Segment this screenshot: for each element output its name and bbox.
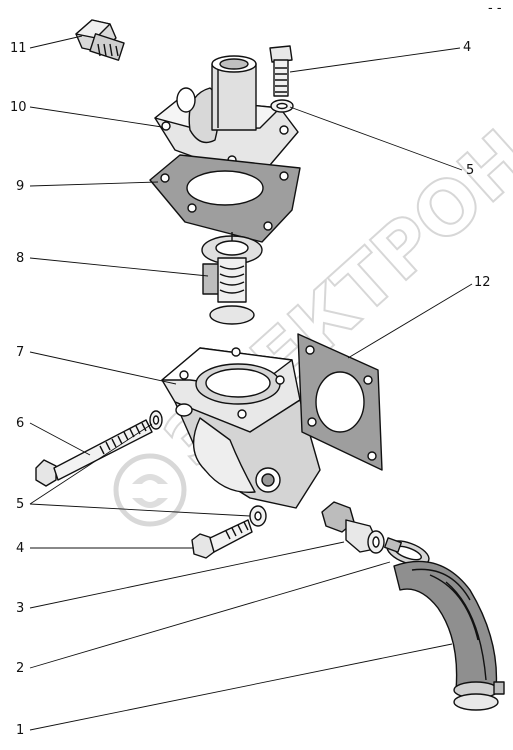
callout-7: 7	[16, 345, 24, 360]
callout-11: 11	[10, 41, 27, 56]
part-10-housing-cover	[154, 55, 299, 171]
callout-10: 10	[10, 100, 27, 115]
leader-11	[29, 35, 83, 49]
leader-9	[29, 181, 159, 187]
callout-12: 12	[474, 275, 491, 290]
leader-7	[29, 351, 177, 385]
part-12-side-gasket	[297, 333, 383, 471]
leader-6	[29, 422, 91, 456]
leader-lines	[29, 35, 473, 731]
leader-4-top	[289, 47, 461, 73]
leader-5-top	[289, 106, 463, 171]
leader-8	[29, 257, 209, 277]
callout-6: 6	[16, 416, 24, 431]
part-2-hose-clamp	[384, 537, 430, 566]
callout-2: 2	[16, 661, 24, 676]
callout-5-bottom: 5	[16, 497, 24, 512]
part-5-washer-left	[149, 410, 163, 430]
leader-1	[29, 643, 453, 731]
callout-4-bottom: 4	[16, 541, 24, 556]
leader-5-left-a	[29, 423, 153, 505]
callout-4-top: 4	[463, 40, 471, 55]
part-6-long-bolt	[35, 419, 153, 487]
callout-1: 1	[16, 723, 24, 738]
corner-mark: - -	[488, 1, 502, 16]
callout-5-top: 5	[466, 163, 474, 178]
part-7-housing-body	[161, 347, 321, 509]
leader-3	[29, 541, 345, 609]
callout-9: 9	[16, 179, 24, 194]
part-1-hose	[393, 560, 505, 711]
part-8-thermostat	[201, 232, 263, 325]
leader-12	[347, 283, 473, 359]
leader-5-left-b	[29, 503, 251, 517]
part-4-bolt-top	[269, 45, 293, 97]
leader-10	[29, 106, 163, 128]
watermark-logo	[113, 453, 187, 527]
callout-3: 3	[16, 601, 24, 616]
callout-8: 8	[16, 251, 24, 266]
part-3-fitting	[321, 501, 385, 554]
part-5-washer-lower	[249, 505, 267, 527]
part-5-washer-top	[270, 99, 294, 113]
part-4-bolt-bottom	[191, 519, 253, 559]
part-9-gasket	[149, 154, 301, 243]
callout-labels: 11 10 9 8 7 6 5 4 3 2 1 4 5 12	[10, 40, 491, 738]
part-11-plug	[75, 19, 125, 61]
leader-2	[29, 561, 391, 669]
